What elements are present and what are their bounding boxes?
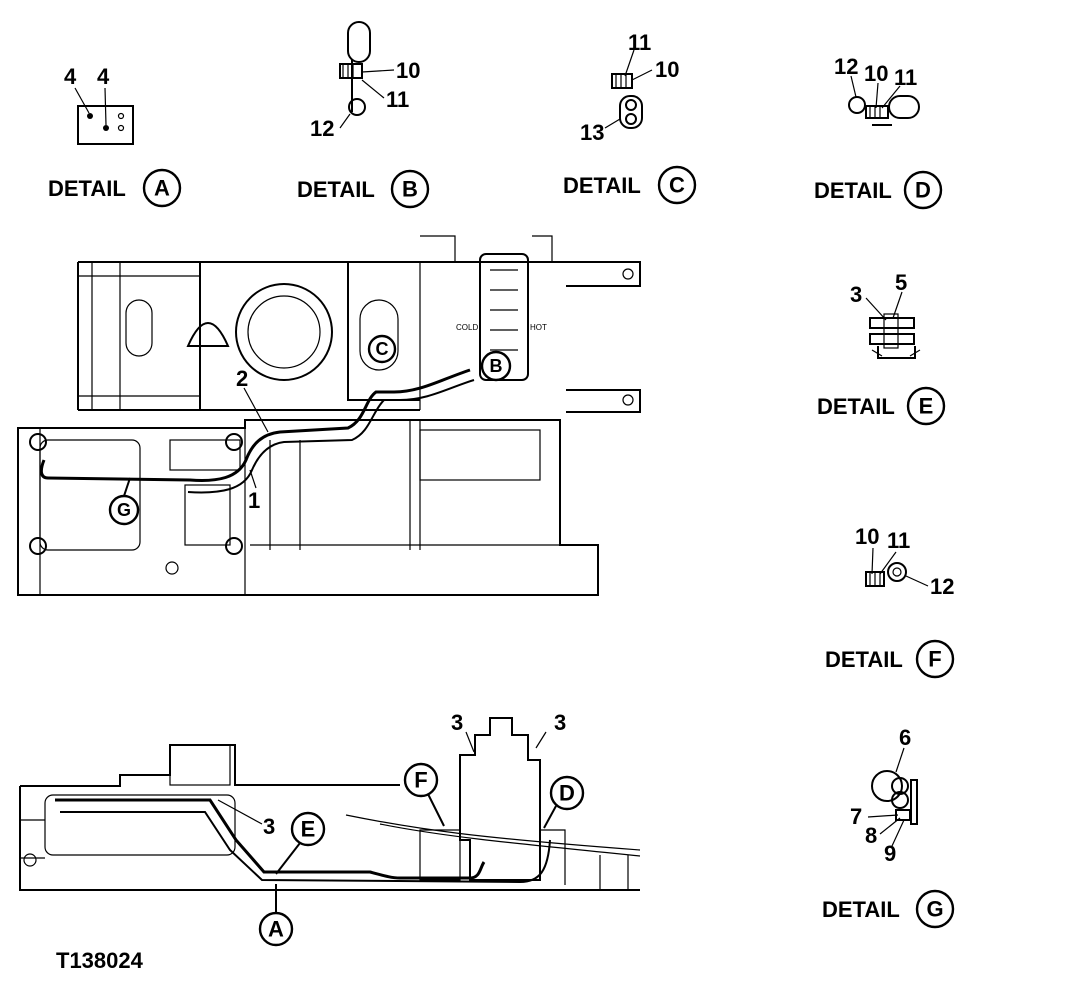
detail-a-callout-2: 4: [97, 64, 110, 89]
detail-f-callout-10: 10: [855, 524, 879, 549]
detail-b-letter: B: [402, 177, 418, 202]
detail-f-letter: F: [928, 647, 941, 672]
detail-f-callout-11: 11: [887, 528, 910, 553]
detail-g-callout-8: 8: [865, 823, 877, 848]
detail-g-word: DETAIL: [822, 897, 900, 922]
detail-d-callout-10: 10: [864, 61, 888, 86]
figure-code: T138024: [56, 948, 144, 973]
detail-b-word: DETAIL: [297, 177, 375, 202]
label-hot: HOT: [530, 323, 547, 332]
detail-c-callout-13: 13: [580, 120, 604, 145]
control-valve: [479, 253, 529, 381]
side-view-marker-d-letter: D: [559, 781, 575, 806]
detail-c-letter: C: [669, 173, 685, 198]
detail-e-callout-3: 3: [850, 282, 862, 307]
side-view-marker-a-letter: A: [268, 917, 284, 942]
detail-a: 4 4 DETAIL A: [48, 64, 182, 208]
detail-d: 12 10 11 DETAIL D: [814, 54, 943, 210]
detail-d-marker: [903, 170, 943, 210]
detail-f-callout-12: 12: [930, 574, 954, 599]
detail-f-marker: [915, 639, 955, 679]
top-view-frame: COLD HOT 2 1 C B G: [17, 235, 641, 596]
detail-g: 6 7 8 9 DETAIL G: [822, 725, 955, 929]
top-view-marker-g-letter: G: [117, 500, 131, 520]
hydraulic-tank: [459, 717, 541, 881]
detail-e-callout-5: 5: [895, 270, 907, 295]
side-view-marker-f: [403, 762, 439, 798]
detail-a-callout-1: 4: [64, 64, 77, 89]
detail-b-callout-10: 10: [396, 58, 420, 83]
hose-line-2: [187, 379, 475, 494]
detail-d-letter: D: [915, 178, 931, 203]
detail-b-marker: [390, 169, 430, 209]
top-view-marker-c: [367, 334, 397, 364]
detail-g-callout-7: 7: [850, 804, 862, 829]
top-view-callout-1: 1: [248, 488, 260, 513]
detail-c-marker: [657, 165, 697, 205]
side-view-callout-3c: 3: [554, 710, 566, 735]
side-view-callout-3a: 3: [263, 814, 275, 839]
detail-a-word: DETAIL: [48, 176, 126, 201]
top-view-marker-c-letter: C: [376, 339, 389, 359]
detail-g-marker: [915, 889, 955, 929]
side-view-marker-f-letter: F: [414, 768, 427, 793]
side-view-callout-3b: 3: [451, 710, 463, 735]
detail-a-letter: A: [154, 176, 170, 201]
side-hose-1: [55, 798, 486, 880]
detail-d-callout-11: 11: [894, 65, 917, 90]
detail-b-callout-11: 11: [386, 87, 409, 112]
label-cold: COLD: [456, 323, 478, 332]
detail-e: 3 5 DETAIL E: [817, 270, 946, 426]
detail-g-callout-9: 9: [884, 841, 896, 866]
swing-bearing: [235, 283, 333, 381]
detail-c-callout-11: 11: [628, 30, 651, 55]
detail-c-callout-10: 10: [655, 57, 679, 82]
detail-f: 10 11 12 DETAIL F: [825, 524, 955, 679]
detail-b: 10 11 12 DETAIL B: [297, 21, 430, 209]
hose-line-1: [39, 368, 471, 482]
detail-a-marker: [142, 168, 182, 208]
detail-g-callout-6: 6: [899, 725, 911, 750]
detail-e-letter: E: [919, 394, 934, 419]
detail-c-word: DETAIL: [563, 173, 641, 198]
side-hose-2: [60, 811, 551, 884]
top-view-marker-b: [480, 350, 512, 382]
side-view-frame: 3 3 3 E A F D: [19, 710, 641, 947]
side-view-marker-d: [549, 775, 585, 811]
side-view-marker-e: [290, 811, 326, 847]
detail-d-callout-12: 12: [834, 54, 858, 79]
detail-d-word: DETAIL: [814, 178, 892, 203]
top-view-callout-2: 2: [236, 366, 248, 391]
detail-e-word: DETAIL: [817, 394, 895, 419]
detail-b-callout-12: 12: [310, 116, 334, 141]
side-view-marker-e-letter: E: [301, 817, 316, 842]
detail-g-letter: G: [926, 897, 943, 922]
detail-c: 11 10 13 DETAIL C: [563, 30, 697, 205]
detail-f-word: DETAIL: [825, 647, 903, 672]
detail-e-marker: [906, 386, 946, 426]
top-view-marker-b-letter: B: [490, 356, 503, 376]
